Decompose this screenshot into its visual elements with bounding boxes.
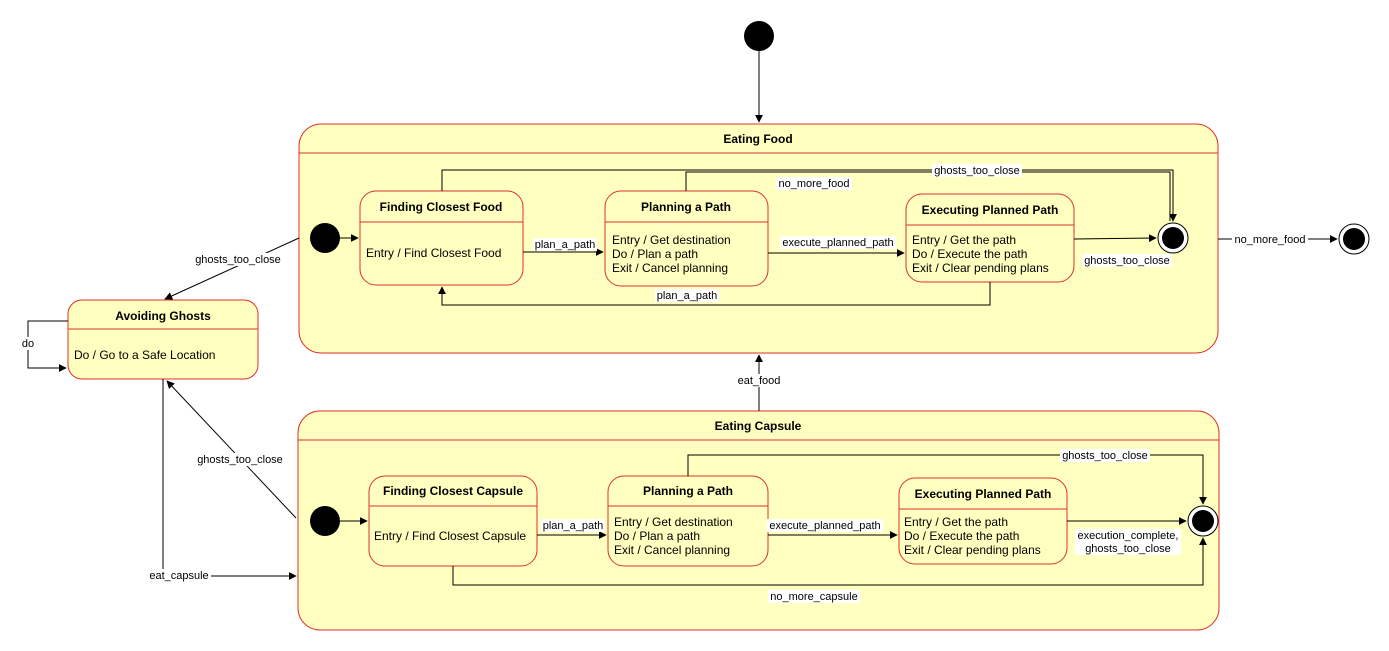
state-activity: Entry / Get the path xyxy=(904,515,1008,529)
state-activity: Do / Execute the path xyxy=(904,529,1019,543)
final-node-food xyxy=(1157,222,1189,254)
state-activity: Do / Plan a path xyxy=(614,529,700,543)
edge-ghosts-too-close-food-top xyxy=(441,169,1177,222)
state-activity: Entry / Get destination xyxy=(614,515,733,529)
state-planning-path-food[interactable]: Planning a Path Entry / Get destination … xyxy=(604,190,769,287)
label-execution-complete: execution_complete, xyxy=(1078,530,1179,542)
edge-executing-to-final-food xyxy=(1073,234,1157,243)
label-ghosts-too-close-food-top: ghosts_too_close xyxy=(934,165,1020,177)
edge-ghosts-too-close-capsule-top xyxy=(687,454,1207,505)
label-ghosts-too-close-to-avoid-1: ghosts_too_close xyxy=(195,254,281,266)
state-planning-path-capsule[interactable]: Planning a Path Entry / Get destination … xyxy=(607,475,769,567)
label-execute-planned-path-food: execute_planned_path xyxy=(782,237,893,249)
label-ghosts-too-close-capsule-exec: ghosts_too_close xyxy=(1085,543,1171,555)
label-execute-planned-path-capsule: execute_planned_path xyxy=(769,520,880,532)
state-title: Executing Planned Path xyxy=(915,487,1052,501)
label-ghosts-too-close-capsule-top: ghosts_too_close xyxy=(1062,450,1148,462)
state-title: Executing Planned Path xyxy=(922,203,1059,217)
state-executing-path-food[interactable]: Executing Planned Path Entry / Get the p… xyxy=(905,193,1075,283)
state-activity: Entry / Get the path xyxy=(912,233,1016,247)
state-activity: Exit / Cancel planning xyxy=(612,261,728,275)
state-activity: Do / Go to a Safe Location xyxy=(74,348,215,362)
state-activity: Exit / Cancel planning xyxy=(614,543,730,557)
label-plan-a-path-food: plan_a_path xyxy=(535,239,596,251)
label-ghosts-too-close-food-exec: ghosts_too_close xyxy=(1084,255,1170,267)
composite-title-eating-capsule: Eating Capsule xyxy=(715,419,802,433)
state-activity: Entry / Get destination xyxy=(612,233,731,247)
state-title: Finding Closest Food xyxy=(380,200,503,214)
state-activity: Exit / Clear pending plans xyxy=(912,261,1049,275)
edge-no-more-capsule xyxy=(452,537,1207,586)
label-no-more-capsule: no_more_capsule xyxy=(770,591,857,603)
label-ghosts-too-close-to-avoid-2: ghosts_too_close xyxy=(197,454,283,466)
state-activity: Entry / Find Closest Food xyxy=(366,246,501,260)
edge-ghosts-too-close-to-avoid-2 xyxy=(166,380,297,519)
final-node-capsule xyxy=(1187,505,1219,537)
initial-node-capsule xyxy=(310,506,340,536)
state-title: Planning a Path xyxy=(641,200,731,214)
label-plan-a-path-capsule: plan_a_path xyxy=(543,520,604,532)
label-no-more-food-inner: no_more_food xyxy=(779,178,850,190)
label-plan-a-path-food-back: plan_a_path xyxy=(657,290,718,302)
edge-plan-a-path-food-back xyxy=(438,282,991,306)
edge-no-more-food-inner xyxy=(685,171,1171,221)
state-activity: Exit / Clear pending plans xyxy=(904,543,1041,557)
label-eat-food: eat_food xyxy=(738,375,781,387)
initial-node-food xyxy=(310,223,340,253)
state-activity: Entry / Find Closest Capsule xyxy=(374,529,526,543)
initial-node-top xyxy=(744,21,774,51)
state-title: Avoiding Ghosts xyxy=(115,309,211,323)
edge-eat-capsule xyxy=(162,379,297,580)
label-eat-capsule: eat_capsule xyxy=(149,570,208,582)
composite-title-eating-food: Eating Food xyxy=(723,132,792,146)
state-title: Finding Closest Capsule xyxy=(383,484,523,498)
state-finding-closest-food[interactable]: Finding Closest Food Entry / Find Closes… xyxy=(359,190,524,286)
state-activity: Do / Plan a path xyxy=(612,247,698,261)
state-finding-closest-capsule[interactable]: Finding Closest Capsule Entry / Find Clo… xyxy=(368,475,538,567)
label-do-self-loop: do xyxy=(22,338,34,350)
state-activity: Do / Execute the path xyxy=(912,247,1027,261)
state-avoiding-ghosts[interactable]: Avoiding Ghosts Do / Go to a Safe Locati… xyxy=(67,299,259,380)
state-title: Planning a Path xyxy=(643,484,733,498)
state-executing-path-capsule[interactable]: Executing Planned Path Entry / Get the p… xyxy=(898,477,1068,565)
final-node-outer xyxy=(1338,223,1370,255)
label-no-more-food-outer: no_more_food xyxy=(1235,234,1306,246)
edge-ghosts-too-close-to-avoid-1 xyxy=(164,237,300,300)
edge-labels: ghosts_too_close no_more_food plan_a_pat… xyxy=(20,164,1308,603)
